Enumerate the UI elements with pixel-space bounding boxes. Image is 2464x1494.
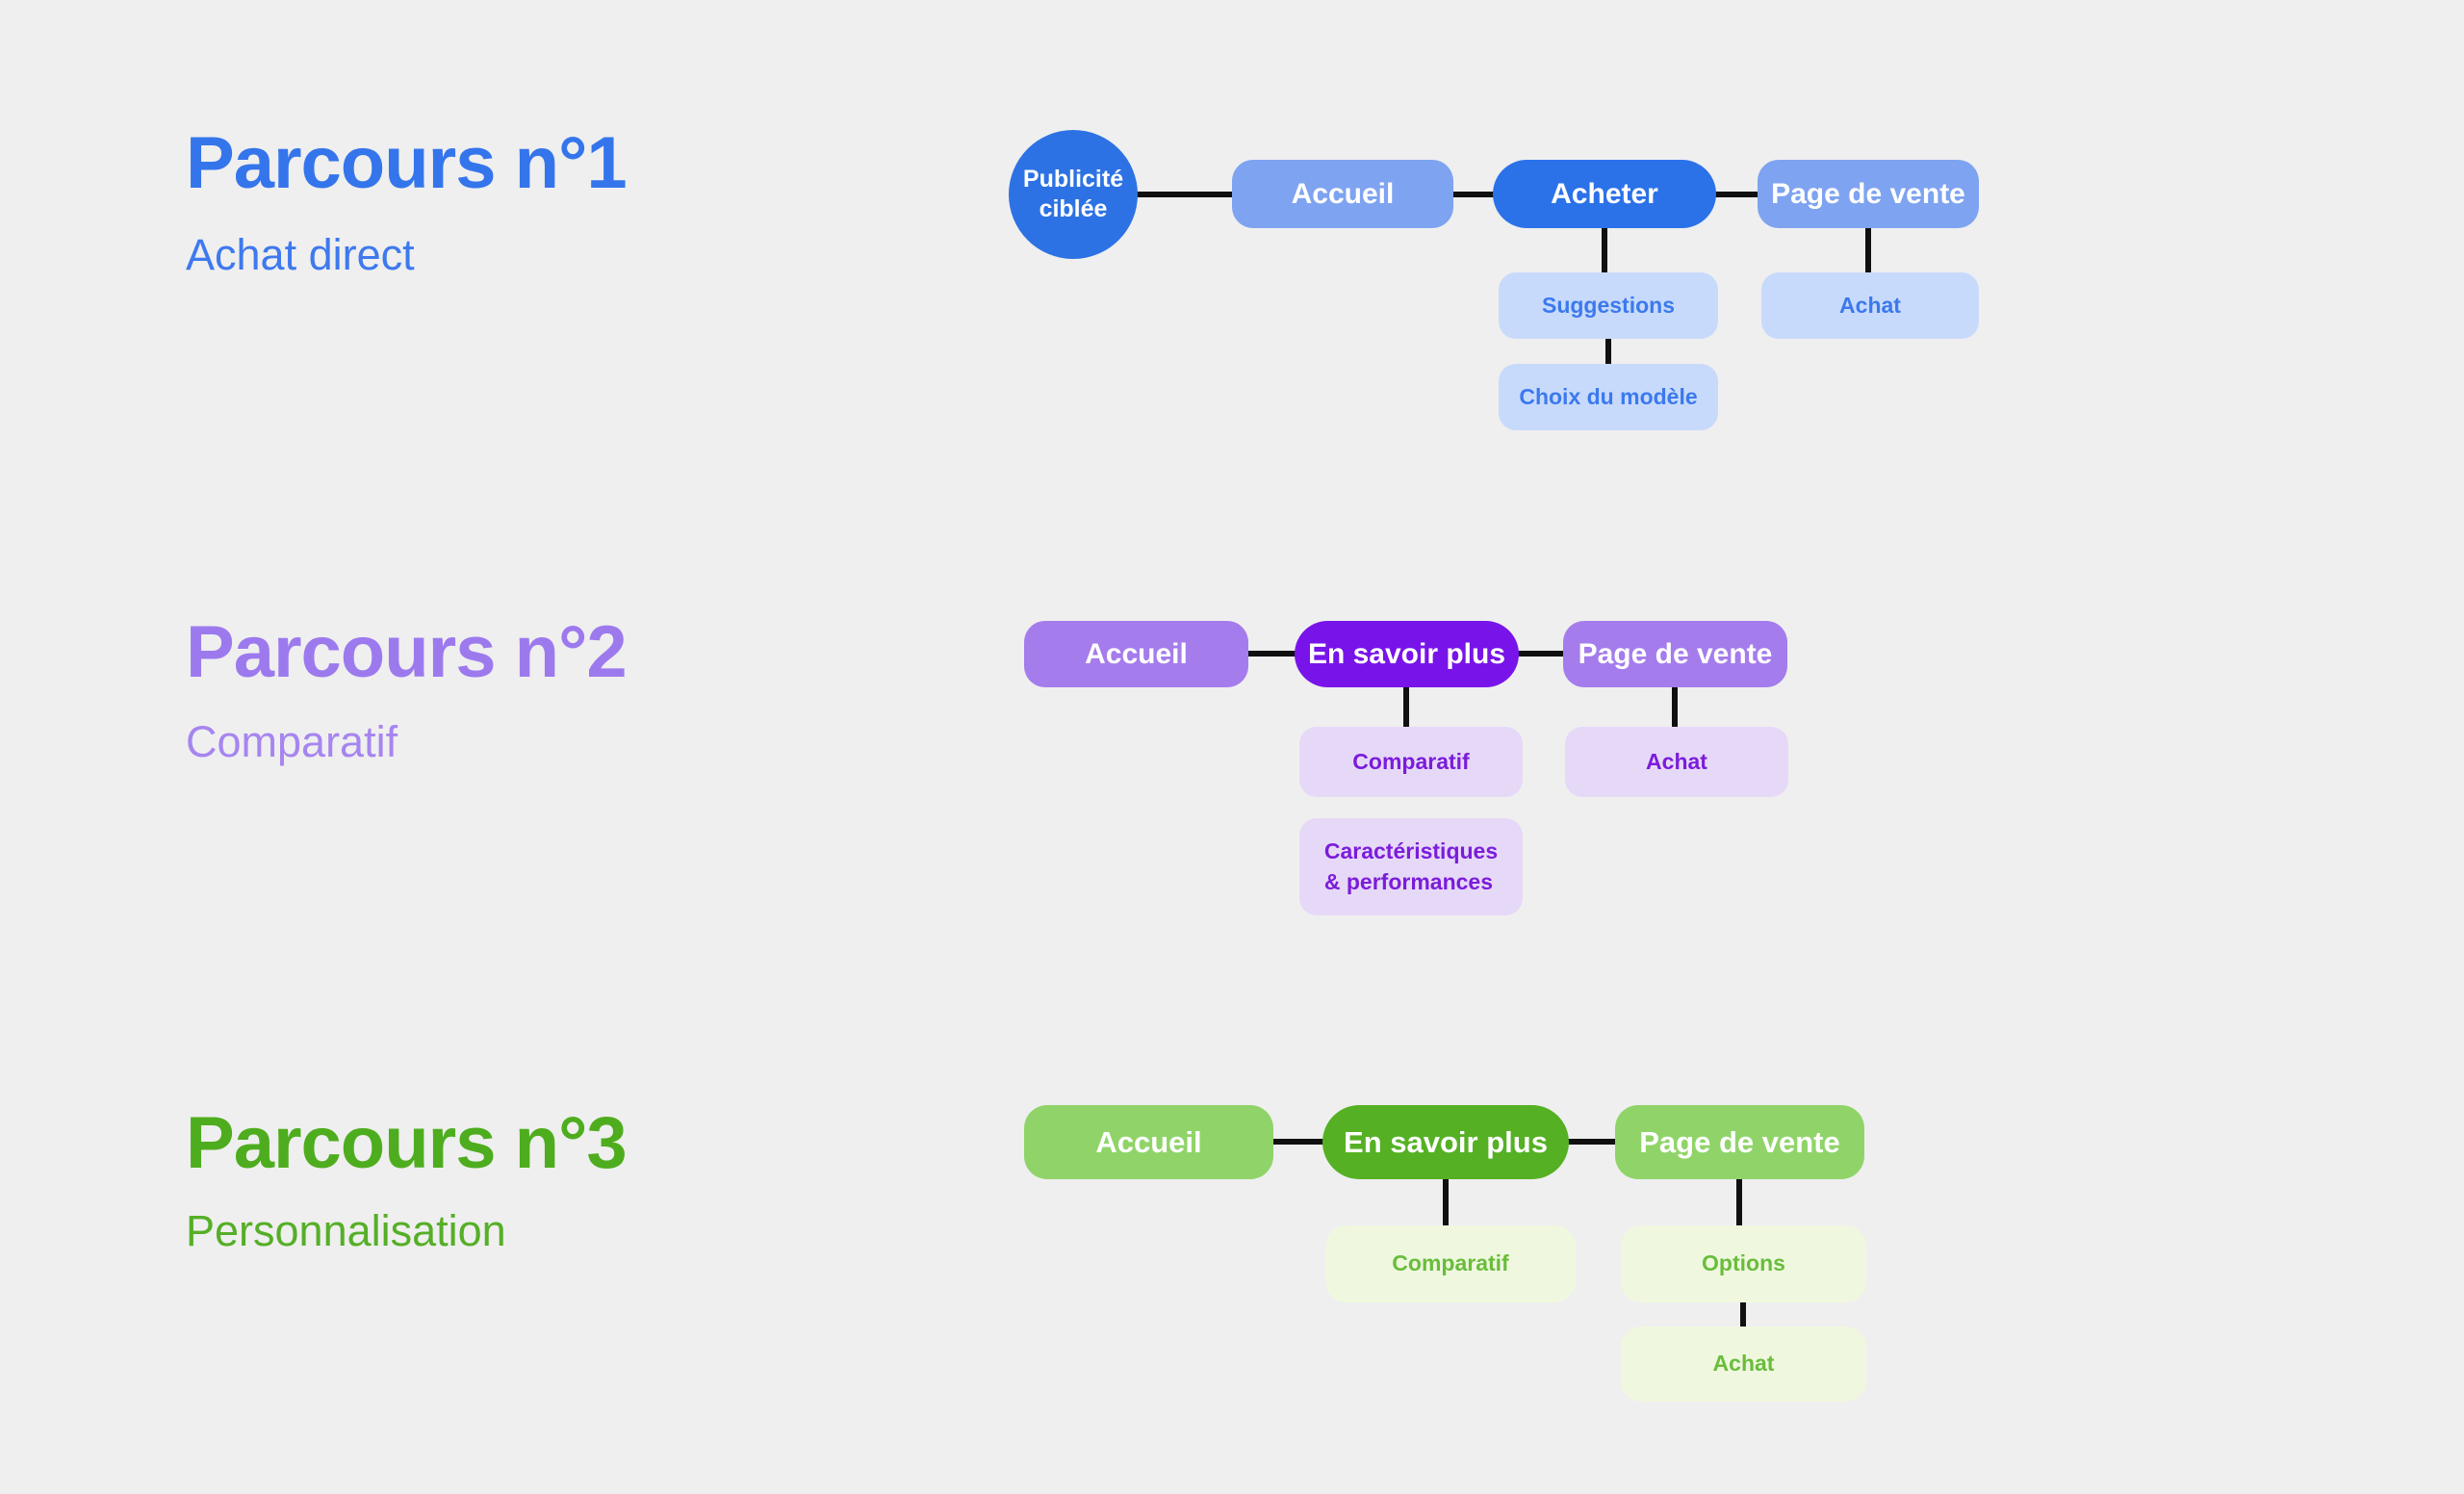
- connector-accueil-ensavoirplus-2: [1246, 651, 1296, 657]
- connector-acheter-suggestions: [1602, 226, 1607, 274]
- node-accueil-1: Accueil: [1232, 160, 1453, 228]
- connector-circle-accueil: [1136, 192, 1234, 197]
- node-caracteristiques-line2: & performances: [1323, 868, 1493, 894]
- node-en-savoir-plus-3: En savoir plus: [1322, 1105, 1569, 1179]
- section-2-subtitle: Comparatif: [186, 717, 398, 766]
- section-1-subtitle: Achat direct: [186, 230, 415, 279]
- node-publicite-line1: Publicité: [1022, 165, 1124, 193]
- section-2-title: Parcours n°2: [186, 611, 628, 693]
- connector-ensavoirplus-comparatif-2: [1403, 685, 1409, 729]
- node-page-de-vente-1: Page de vente: [1758, 160, 1979, 228]
- connector-ensavoirplus-pagevente-2: [1517, 651, 1565, 657]
- node-accueil-3: Accueil: [1024, 1105, 1273, 1179]
- node-caracteristiques-performances: Caractéristiques & performances: [1299, 818, 1523, 915]
- connector-pagevente-achat-2: [1672, 685, 1678, 729]
- node-options-3: Options: [1621, 1225, 1866, 1302]
- node-page-de-vente-3: Page de vente: [1615, 1105, 1864, 1179]
- node-suggestions: Suggestions: [1499, 272, 1718, 339]
- section-3-title: Parcours n°3: [186, 1102, 628, 1184]
- node-achat-3: Achat: [1621, 1327, 1866, 1402]
- node-page-de-vente-2: Page de vente: [1563, 621, 1787, 687]
- section-3-subtitle: Personnalisation: [186, 1206, 506, 1255]
- connector-pagevente-options-3: [1736, 1176, 1742, 1225]
- node-accueil-2: Accueil: [1024, 621, 1248, 687]
- node-caracteristiques-line1: Caractéristiques: [1323, 838, 1499, 864]
- section-1-title: Parcours n°1: [186, 122, 628, 204]
- connector-acheter-pagevente: [1714, 192, 1759, 197]
- node-en-savoir-plus-2: En savoir plus: [1295, 621, 1519, 687]
- connector-pagevente-achat: [1865, 226, 1871, 274]
- node-choix-du-modele: Choix du modèle: [1499, 364, 1718, 430]
- connector-accueil-ensavoirplus-3: [1271, 1139, 1324, 1145]
- connector-options-achat-3: [1740, 1300, 1746, 1327]
- node-achat-2: Achat: [1565, 727, 1788, 797]
- node-publicite-ciblee: Publicité ciblée: [1009, 130, 1138, 259]
- node-comparatif-3: Comparatif: [1325, 1225, 1576, 1302]
- connector-suggestions-choix: [1605, 337, 1611, 366]
- node-caracteristiques-text: Caractéristiques & performances: [1324, 837, 1498, 896]
- connector-ensavoirplus-pagevente-3: [1567, 1139, 1617, 1145]
- node-acheter: Acheter: [1493, 160, 1716, 228]
- connector-accueil-acheter: [1451, 192, 1495, 197]
- node-publicite-line2: ciblée: [1039, 195, 1108, 222]
- connector-ensavoirplus-comparatif-3: [1443, 1176, 1449, 1225]
- node-comparatif-2: Comparatif: [1299, 727, 1523, 797]
- node-achat-1: Achat: [1761, 272, 1979, 339]
